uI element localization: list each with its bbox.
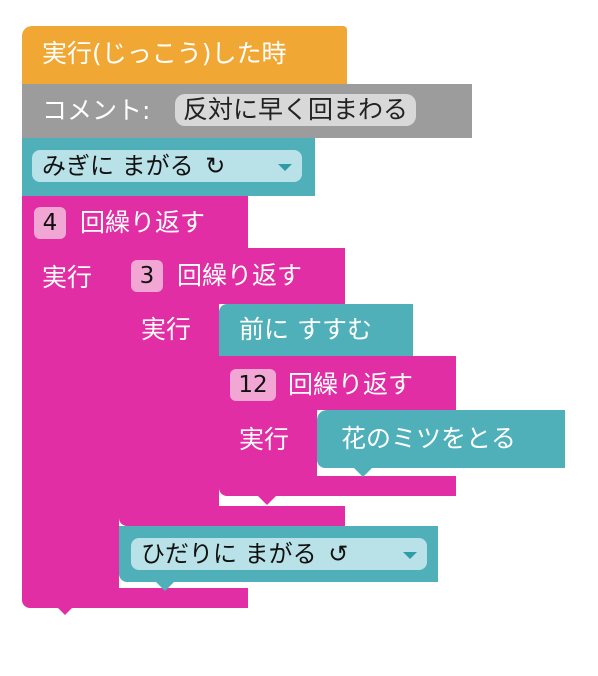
repeat-outer-label: 回繰り返す <box>80 208 206 237</box>
turn-left-bottom-notch <box>156 582 174 591</box>
chevron-down-icon <box>278 164 292 171</box>
turn-clockwise-icon: ↻ <box>205 152 226 180</box>
repeat-middle-do-label: 実行 <box>141 315 192 344</box>
repeat-middle-label: 回繰り返す <box>177 261 303 290</box>
turn-right-label: みぎに まがる <box>42 152 194 180</box>
get-nectar-label: 花のミツをとる <box>341 424 517 453</box>
get-nectar-bottom-notch <box>354 468 372 477</box>
repeat-inner-do-label: 実行 <box>239 425 290 454</box>
repeat-outer-bottom-notch <box>56 606 74 615</box>
turn-left-block[interactable]: ひだりに まがる ↺ <box>119 526 438 582</box>
repeat-outer-do-label: 実行 <box>42 263 93 292</box>
move-forward-block[interactable]: 前に すすむ <box>219 304 413 356</box>
get-nectar-block[interactable]: 花のミツをとる <box>317 410 565 468</box>
turn-right-block[interactable]: みぎに まがる ↻ <box>22 138 315 196</box>
repeat-inner-count[interactable]: 12 <box>230 369 276 401</box>
comment-text-field[interactable]: 反対に早く回まわる <box>175 94 417 126</box>
turn-left-dropdown[interactable]: ひだりに まがる ↺ <box>131 538 427 570</box>
repeat-inner-label: 回繰り返す <box>288 370 414 399</box>
event-block-on-run[interactable]: 実行(じっこう)した時 <box>22 26 347 84</box>
turn-counterclockwise-icon: ↺ <box>328 540 349 568</box>
repeat-outer-count[interactable]: 4 <box>34 207 66 239</box>
repeat-inner-bottom-notch <box>258 496 276 505</box>
repeat-middle-count[interactable]: 3 <box>131 260 163 292</box>
turn-right-dropdown[interactable]: みぎに まがる ↻ <box>32 150 302 182</box>
move-forward-label: 前に すすむ <box>239 315 372 344</box>
comment-block[interactable]: コメント: 反対に早く回まわる <box>22 84 472 138</box>
event-label: 実行(じっこう)した時 <box>42 39 287 68</box>
chevron-down-icon <box>403 552 417 559</box>
comment-label: コメント: <box>42 96 151 125</box>
turn-left-label: ひだりに まがる <box>141 540 317 568</box>
